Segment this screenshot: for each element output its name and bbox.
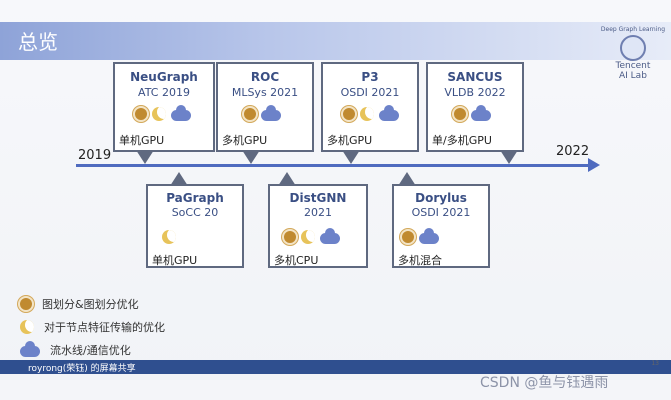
box-icons — [162, 230, 176, 244]
screen-share-label: royrong(荣钰) 的屏幕共享 — [28, 364, 136, 374]
cloud-icon — [320, 228, 340, 244]
sun-icon — [244, 108, 256, 120]
box-title: SANCUS — [447, 70, 503, 84]
sun-icon — [402, 231, 414, 243]
page-number: 13 — [651, 360, 659, 367]
box-neugraph: NeuGraph ATC 2019 单机GPU — [113, 62, 215, 152]
box-title: PaGraph — [166, 191, 224, 205]
slide-header: 总览 Deep Graph Learning Tencent AI Lab — [0, 22, 671, 81]
moon-icon — [360, 107, 374, 121]
box-venue: OSDI 2021 — [340, 86, 400, 99]
box-pointer — [342, 150, 360, 164]
brand-name-line1: Tencent — [615, 61, 651, 71]
sun-icon — [343, 108, 355, 120]
cloud-icon — [419, 228, 439, 244]
box-tag: 多机GPU — [327, 134, 373, 147]
box-icons — [343, 105, 399, 121]
legend-label: 图划分&图划分优化 — [42, 297, 139, 311]
box-title: Dorylus — [415, 191, 467, 205]
box-pagraph: PaGraph SoCC 20 单机GPU — [146, 184, 244, 268]
box-venue: MLSys 2021 — [231, 86, 299, 99]
slide-title: 总览 — [18, 30, 58, 54]
legend-label: 流水线/通信优化 — [50, 343, 131, 357]
box-pointer — [398, 172, 416, 186]
box-title: NeuGraph — [130, 70, 198, 84]
box-tag: 多机CPU — [274, 254, 319, 267]
box-tag: 单机GPU — [152, 254, 198, 267]
brand-name-line2: AI Lab — [619, 71, 647, 81]
timeline-start-year: 2019 — [78, 148, 112, 163]
box-venue: OSDI 2021 — [411, 206, 471, 219]
box-pointer — [500, 150, 518, 164]
cloud-icon — [471, 105, 491, 121]
csdn-watermark: CSDN @鱼与钰遇雨 — [480, 375, 609, 391]
box-dorylus: Dorylus OSDI 2021 多机混合 — [392, 184, 490, 268]
legend-label: 对于节点特征传输的优化 — [44, 320, 165, 334]
box-p3: P3 OSDI 2021 多机GPU — [321, 62, 419, 152]
brand-top-text: Deep Graph Learning — [600, 26, 665, 33]
legend-item: 图划分&图划分优化 — [20, 292, 165, 315]
box-tag: 多机GPU — [222, 134, 268, 147]
box-venue: 2021 — [304, 206, 332, 219]
sun-icon — [20, 297, 32, 310]
box-title: ROC — [250, 70, 280, 84]
box-title: DistGNN — [289, 191, 347, 205]
legend: 图划分&图划分优化 对于节点特征传输的优化 流水线/通信优化 — [20, 292, 165, 361]
cloud-icon — [379, 105, 399, 121]
box-title: P3 — [361, 70, 379, 84]
legend-item: 对于节点特征传输的优化 — [20, 315, 165, 338]
brand-logo-area: Deep Graph Learning Tencent AI Lab — [601, 26, 665, 81]
box-venue: SoCC 20 — [171, 206, 219, 219]
box-roc: ROC MLSys 2021 多机GPU — [216, 62, 314, 152]
moon-icon — [301, 230, 315, 244]
timeline-arrow-icon — [588, 158, 600, 172]
box-distgnn: DistGNN 2021 多机CPU — [268, 184, 368, 268]
moon-icon — [20, 319, 34, 334]
brand-logo-icon — [619, 35, 646, 61]
box-icons — [284, 228, 340, 244]
box-sancus: SANCUS VLDB 2022 单/多机GPU — [426, 62, 524, 152]
timeline-line — [76, 164, 590, 167]
box-venue: ATC 2019 — [138, 86, 190, 99]
sun-icon — [454, 108, 466, 120]
sun-icon — [135, 108, 147, 120]
screen-share-taskbar: royrong(荣钰) 的屏幕共享 — [0, 360, 671, 374]
box-icons — [454, 105, 491, 121]
box-icons — [135, 105, 191, 121]
cloud-icon — [261, 105, 281, 121]
box-pointer — [170, 172, 188, 186]
box-pointer — [136, 150, 154, 164]
box-venue: VLDB 2022 — [444, 86, 506, 99]
cloud-icon — [20, 340, 40, 357]
box-tag: 单/多机GPU — [432, 134, 492, 147]
box-icons — [402, 228, 439, 244]
box-tag: 多机混合 — [398, 254, 442, 267]
timeline-end-year: 2022 — [556, 144, 590, 159]
box-pointer — [278, 172, 296, 186]
moon-icon — [162, 230, 176, 244]
box-icons — [244, 105, 281, 121]
cloud-icon — [171, 105, 191, 121]
box-tag: 单机GPU — [119, 134, 165, 147]
legend-item: 流水线/通信优化 — [20, 338, 165, 361]
sun-icon — [284, 231, 296, 243]
moon-icon — [152, 107, 166, 121]
header-bar — [0, 22, 671, 60]
box-pointer — [242, 150, 260, 164]
